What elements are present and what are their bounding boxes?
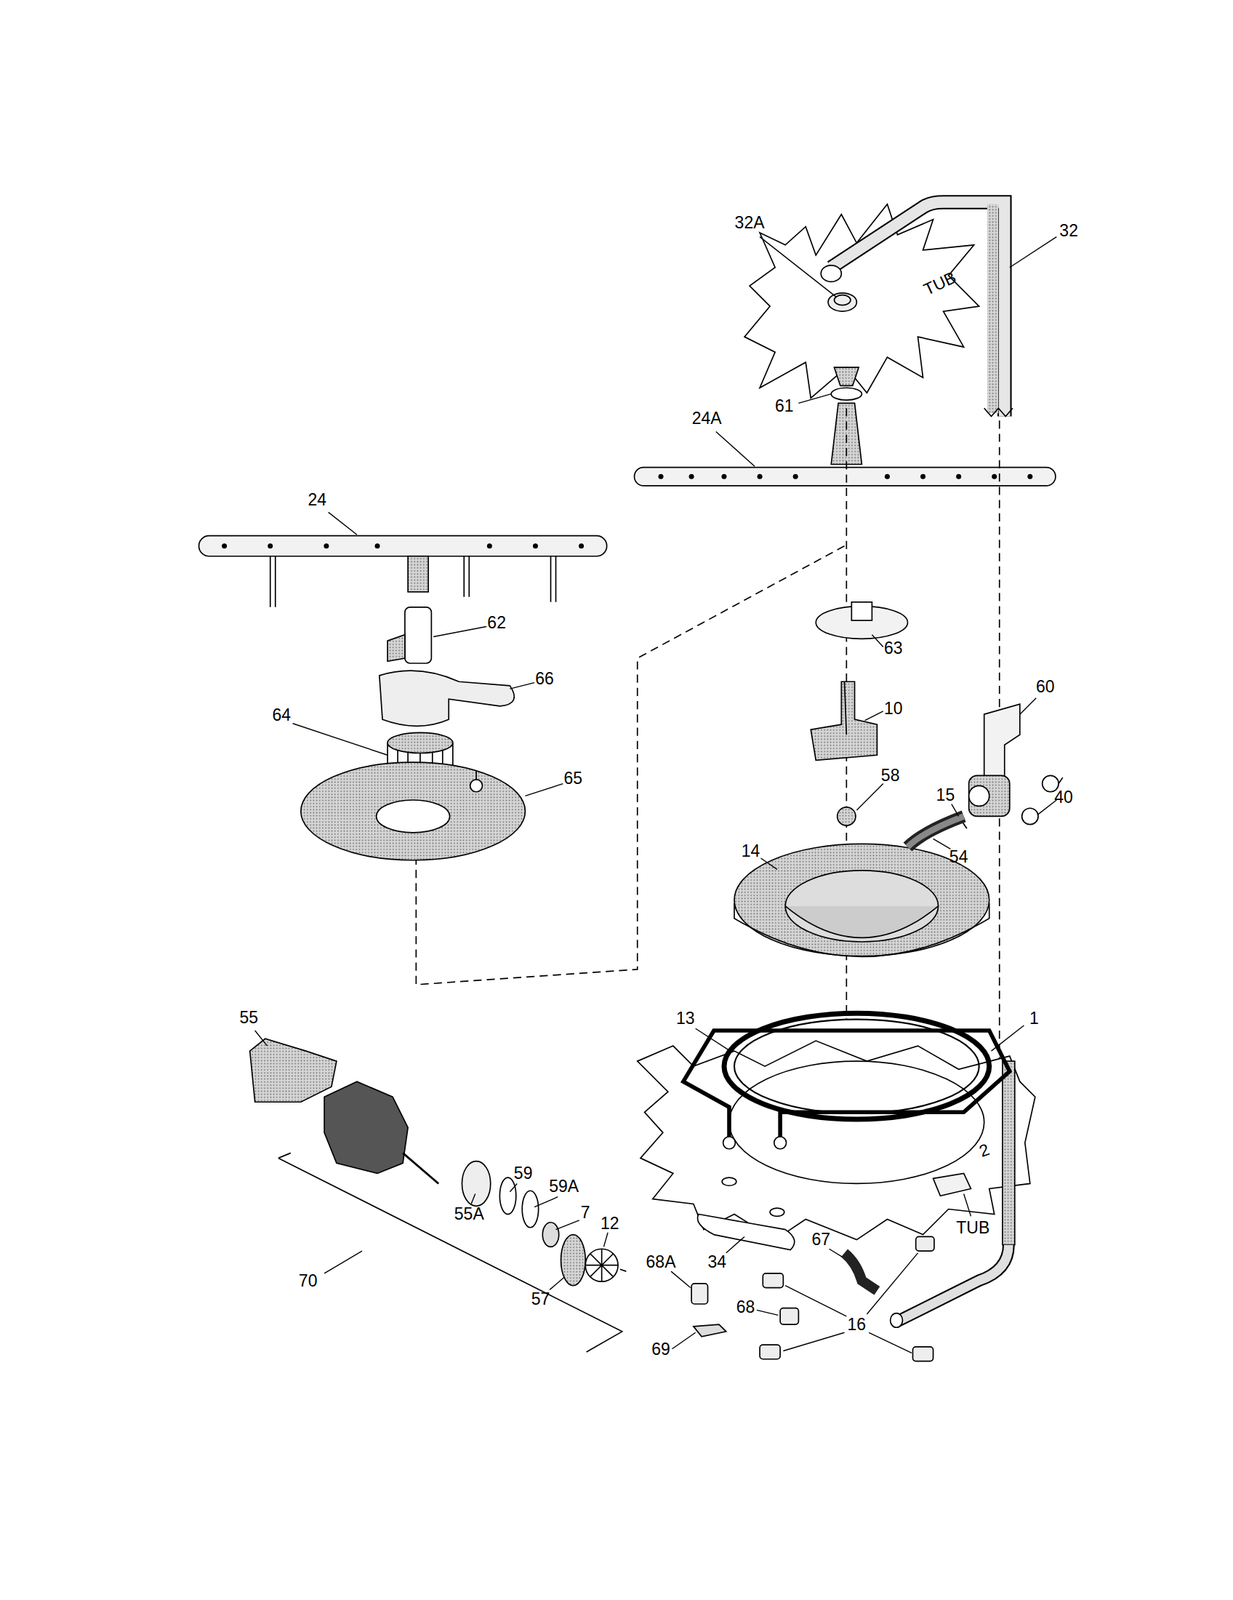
callout-number: 54 [948,847,970,866]
callout-number: 66 [533,668,556,688]
callout-number: 65 [562,769,585,788]
callout-number: 57 [529,1288,552,1308]
callout-number: 32A [733,213,767,232]
callout-number: 15 [934,785,957,804]
callout-number: 60 [1034,677,1057,696]
callout-number: 40 [1052,787,1075,806]
callout-number: 62 [485,612,508,632]
callout-number: 63 [882,638,905,657]
callout-number: 68A [644,1252,678,1271]
callout-number: 10 [882,698,905,717]
callout-number: 24A [690,409,724,428]
callout-number: 34 [705,1252,728,1271]
callout-number: 58 [879,766,902,785]
callout-number: 55A [452,1204,486,1223]
callout-number: 68 [735,1297,757,1316]
callout-number: 64 [270,705,293,725]
callout-number: 69 [649,1339,672,1358]
callout-number: 24 [306,490,328,509]
callout-number: 59 [512,1163,535,1183]
callout-number: 32 [1057,221,1080,240]
callout-number: 61 [773,396,796,416]
callout-number: 70 [297,1270,320,1289]
callout-number: 67 [809,1230,832,1249]
callout-number: 7 [579,1202,592,1221]
callout-number: TUB [954,1217,991,1236]
callout-number: 14 [740,841,762,860]
callout-number: 16 [846,1314,869,1333]
callout-number: 59A [547,1177,581,1196]
callout-number: 55 [237,1007,260,1026]
callout-number: 12 [599,1213,621,1232]
callout-number: 1 [1027,1009,1041,1028]
callout-number: 13 [674,1009,697,1028]
